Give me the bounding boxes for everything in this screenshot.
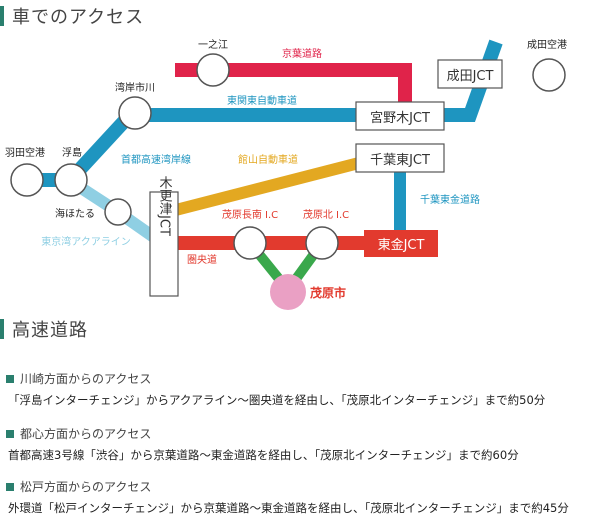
chibahigashi-jct-label: 千葉東JCT [370, 152, 430, 168]
station-mobara-minami-marker [233, 226, 267, 260]
togane-jct-label: 東金JCT [378, 237, 425, 253]
label-road-chiba-togane: 千葉東金道路 [420, 193, 480, 206]
road-tateyama [166, 149, 392, 218]
label-umihotaru: 海ほたる [55, 207, 95, 220]
label-road-shuto-wangan: 首都高速湾岸線 [121, 153, 191, 166]
highway-section-header: 高速道路 [0, 316, 88, 342]
label-road-keiyo: 京葉道路 [282, 47, 322, 60]
route-title: 松戸方面からのアクセス [20, 480, 152, 494]
miyanogi-jct-box [355, 101, 445, 131]
kisarazu-jct-box [149, 191, 179, 297]
route-description: 外環道「松戸インターチェンジ」から京葉道路〜東金道路を経由し、「茂原北インターチ… [8, 501, 569, 515]
map-section-title: 車でのアクセス [12, 7, 145, 28]
station-ichinoe-marker [196, 53, 230, 87]
togane-jct-box [364, 230, 438, 257]
mobara-city-marker [270, 274, 306, 310]
label-road-tateyama: 館山自動車道 [238, 153, 298, 166]
route-description: 首都高速3号線「渋谷」から京葉道路〜東金道路を経由し、「茂原北インターチェンジ」… [8, 448, 519, 462]
station-ukishima-marker [54, 163, 88, 197]
label-narita: 成田空港 [527, 38, 567, 51]
label-mobara-kita: 茂原北 I.C [303, 208, 349, 221]
label-ichinoe: 一之江 [198, 38, 228, 51]
label-ukishima: 浮島 [62, 146, 82, 159]
route-item: 松戸方面からのアクセス 外環道「松戸インターチェンジ」から京葉道路〜東金道路を経… [6, 478, 600, 516]
narita-jct-box [437, 59, 503, 89]
route-description: 「浮島インターチェンジ」からアクアライン〜圏央道を経由し、「茂原北インターチェン… [8, 393, 546, 407]
route-title: 都心方面からのアクセス [20, 427, 152, 441]
narita-jct-label: 成田JCT [447, 69, 494, 84]
bullet-square-icon [6, 482, 14, 491]
bullet-square-icon [6, 429, 14, 438]
chibahigashi-jct-box [355, 143, 445, 173]
road-keiyo [175, 63, 412, 105]
route-item: 川崎方面からのアクセス 「浮島インターチェンジ」からアクアライン〜圏央道を経由し… [6, 370, 600, 408]
header-accent-bar [0, 319, 4, 339]
header-accent-bar [0, 6, 4, 26]
station-narita-marker [532, 58, 566, 92]
station-haneda-marker [10, 163, 44, 197]
station-wangan-ichikawa-marker [118, 96, 152, 130]
road-network-map: 成田JCT 宮野木JCT 千葉東JCT 木更津JCT 東金JCT 一之江 湾岸市… [5, 38, 567, 310]
route-title: 川崎方面からのアクセス [20, 372, 152, 386]
miyanogi-jct-label: 宮野木JCT [370, 110, 430, 126]
label-haneda: 羽田空港 [5, 146, 45, 159]
label-wangan-ichikawa: 湾岸市川 [115, 81, 155, 94]
label-mobara-city: 茂原市 [310, 285, 346, 300]
map-section-header: 車でのアクセス [0, 3, 144, 29]
station-mobara-kita-marker [305, 226, 339, 260]
kisarazu-jct-label: 木更津JCT [157, 176, 173, 236]
bullet-square-icon [6, 374, 14, 383]
highway-section-title: 高速道路 [12, 320, 88, 341]
label-mobara-minami: 茂原長南 I.C [222, 208, 278, 221]
route-item: 都心方面からのアクセス 首都高速3号線「渋谷」から京葉道路〜東金道路を経由し、「… [6, 425, 600, 463]
label-road-ken-o: 圏央道 [187, 253, 217, 266]
label-road-aqua: 東京湾アクアライン [41, 235, 131, 248]
station-umihotaru-marker [104, 198, 132, 226]
label-road-higashi-kanto: 東関東自動車道 [227, 94, 297, 107]
